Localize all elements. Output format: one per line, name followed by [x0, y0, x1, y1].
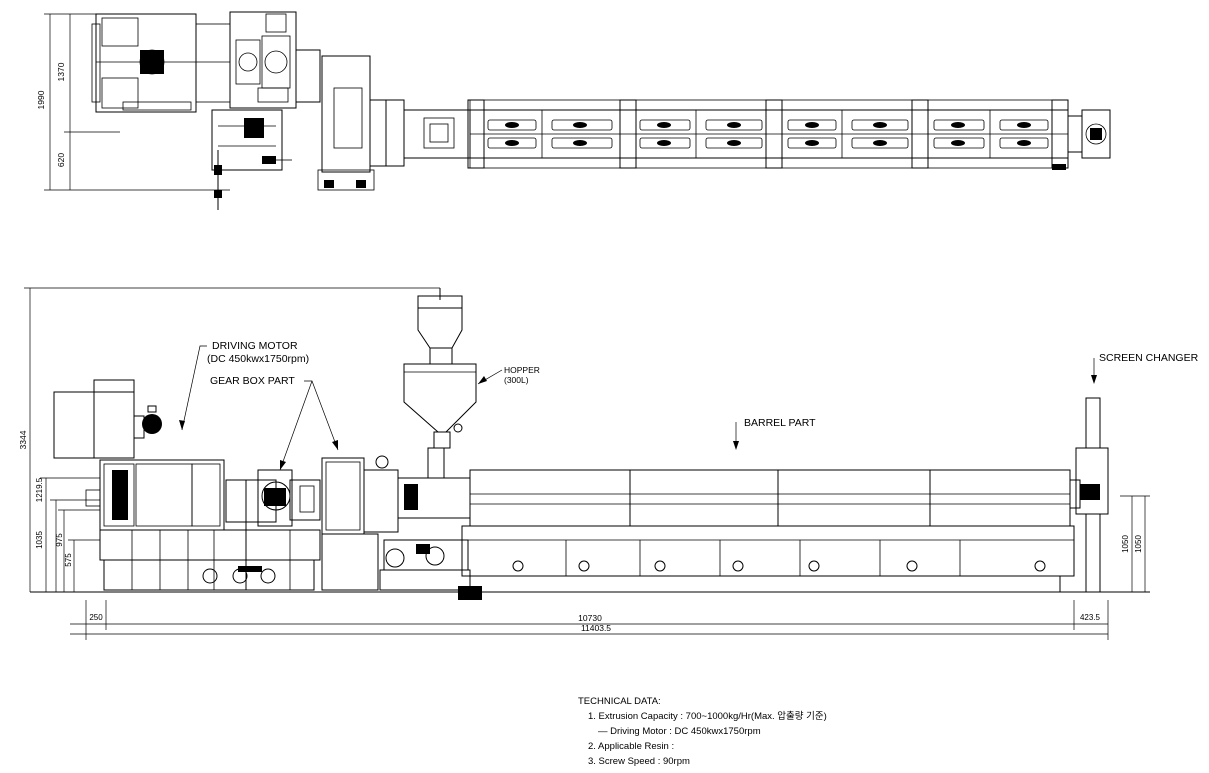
base-frame — [99, 480, 321, 591]
technical-data-item: — Driving Motor : DC 450kwx1750rpm — [598, 726, 761, 737]
driving-motor — [53, 379, 225, 531]
svg-text:1990: 1990 — [36, 90, 46, 109]
svg-text:SCREEN CHANGER: SCREEN CHANGER — [1099, 352, 1199, 364]
dimension-1219-5: 1219.5 — [35, 477, 44, 502]
plan-barrel — [467, 99, 1069, 170]
dimension-423-5: 423.5 — [1080, 613, 1101, 622]
dimension-right-1050-a: 1050 — [1121, 535, 1130, 553]
svg-text:DRIVING MOTOR: DRIVING MOTOR — [212, 340, 298, 352]
svg-text:975: 975 — [55, 533, 64, 547]
svg-text:BARREL PART: BARREL PART — [744, 417, 816, 429]
label-gear-box: GEAR BOX PART — [210, 375, 339, 471]
technical-data-item: 2. Applicable Resin : — [588, 741, 675, 752]
svg-text:1050: 1050 — [1134, 535, 1143, 553]
dimension-575: 575 — [64, 553, 73, 567]
svg-text:1050: 1050 — [1121, 535, 1130, 553]
svg-text:1219.5: 1219.5 — [35, 477, 44, 502]
hopper — [403, 288, 477, 449]
svg-text:11403.5: 11403.5 — [581, 623, 611, 633]
svg-text:(DC 450kwx1750rpm): (DC 450kwx1750rpm) — [207, 353, 309, 365]
barrel — [458, 469, 1075, 600]
svg-text:GEAR BOX PART: GEAR BOX PART — [210, 375, 295, 387]
svg-text:10730: 10730 — [578, 613, 602, 623]
svg-text:575: 575 — [64, 553, 73, 567]
svg-text:250: 250 — [89, 613, 103, 622]
dimension-10730: 10730 — [578, 613, 602, 623]
label-hopper: HOPPER (300L) — [477, 365, 540, 385]
plan-dimension-1370: 1370 — [56, 62, 66, 81]
svg-text:1370: 1370 — [56, 62, 66, 81]
svg-text:620: 620 — [56, 153, 66, 167]
plan-view: 1990 1370 620 — [36, 11, 1111, 210]
svg-text:3344: 3344 — [18, 430, 28, 449]
svg-text:(300L): (300L) — [504, 375, 529, 385]
plan-feed-section — [403, 109, 471, 159]
dimension-3344: 3344 — [18, 430, 28, 449]
dimension-right-1050-b: 1050 — [1134, 535, 1143, 553]
svg-text:1035: 1035 — [35, 531, 44, 549]
dimension-1035: 1035 — [35, 531, 44, 549]
screen-changer — [1069, 397, 1109, 592]
elevation-view: 3344 1219.5 1035 975 575 — [18, 287, 1199, 640]
svg-text:HOPPER: HOPPER — [504, 365, 540, 375]
plan-dimension-620: 620 — [56, 153, 66, 167]
dimension-250: 250 — [89, 613, 103, 622]
plan-reducer — [321, 55, 371, 173]
technical-data: TECHNICAL DATA: 1. Extrusion Capacity : … — [578, 694, 998, 769]
label-driving-motor: DRIVING MOTOR (DC 450kwx1750rpm) — [179, 340, 309, 431]
technical-data-title: TECHNICAL DATA: — [578, 696, 661, 707]
label-barrel: BARREL PART — [733, 417, 816, 450]
plan-piping — [211, 109, 292, 210]
label-screen-changer: SCREEN CHANGER — [1091, 352, 1199, 384]
svg-text:423.5: 423.5 — [1080, 613, 1101, 622]
technical-data-item: 3. Screw Speed : 90rpm — [588, 756, 690, 767]
plan-dimension-1990: 1990 — [36, 90, 46, 109]
feed-throat — [379, 447, 471, 591]
dimension-975: 975 — [55, 533, 64, 547]
plan-screen-changer — [1067, 109, 1111, 159]
technical-data-item: 1. Extrusion Capacity : 700~1000kg/Hr(Ma… — [588, 711, 827, 722]
dimension-11403-5: 11403.5 — [581, 623, 611, 633]
